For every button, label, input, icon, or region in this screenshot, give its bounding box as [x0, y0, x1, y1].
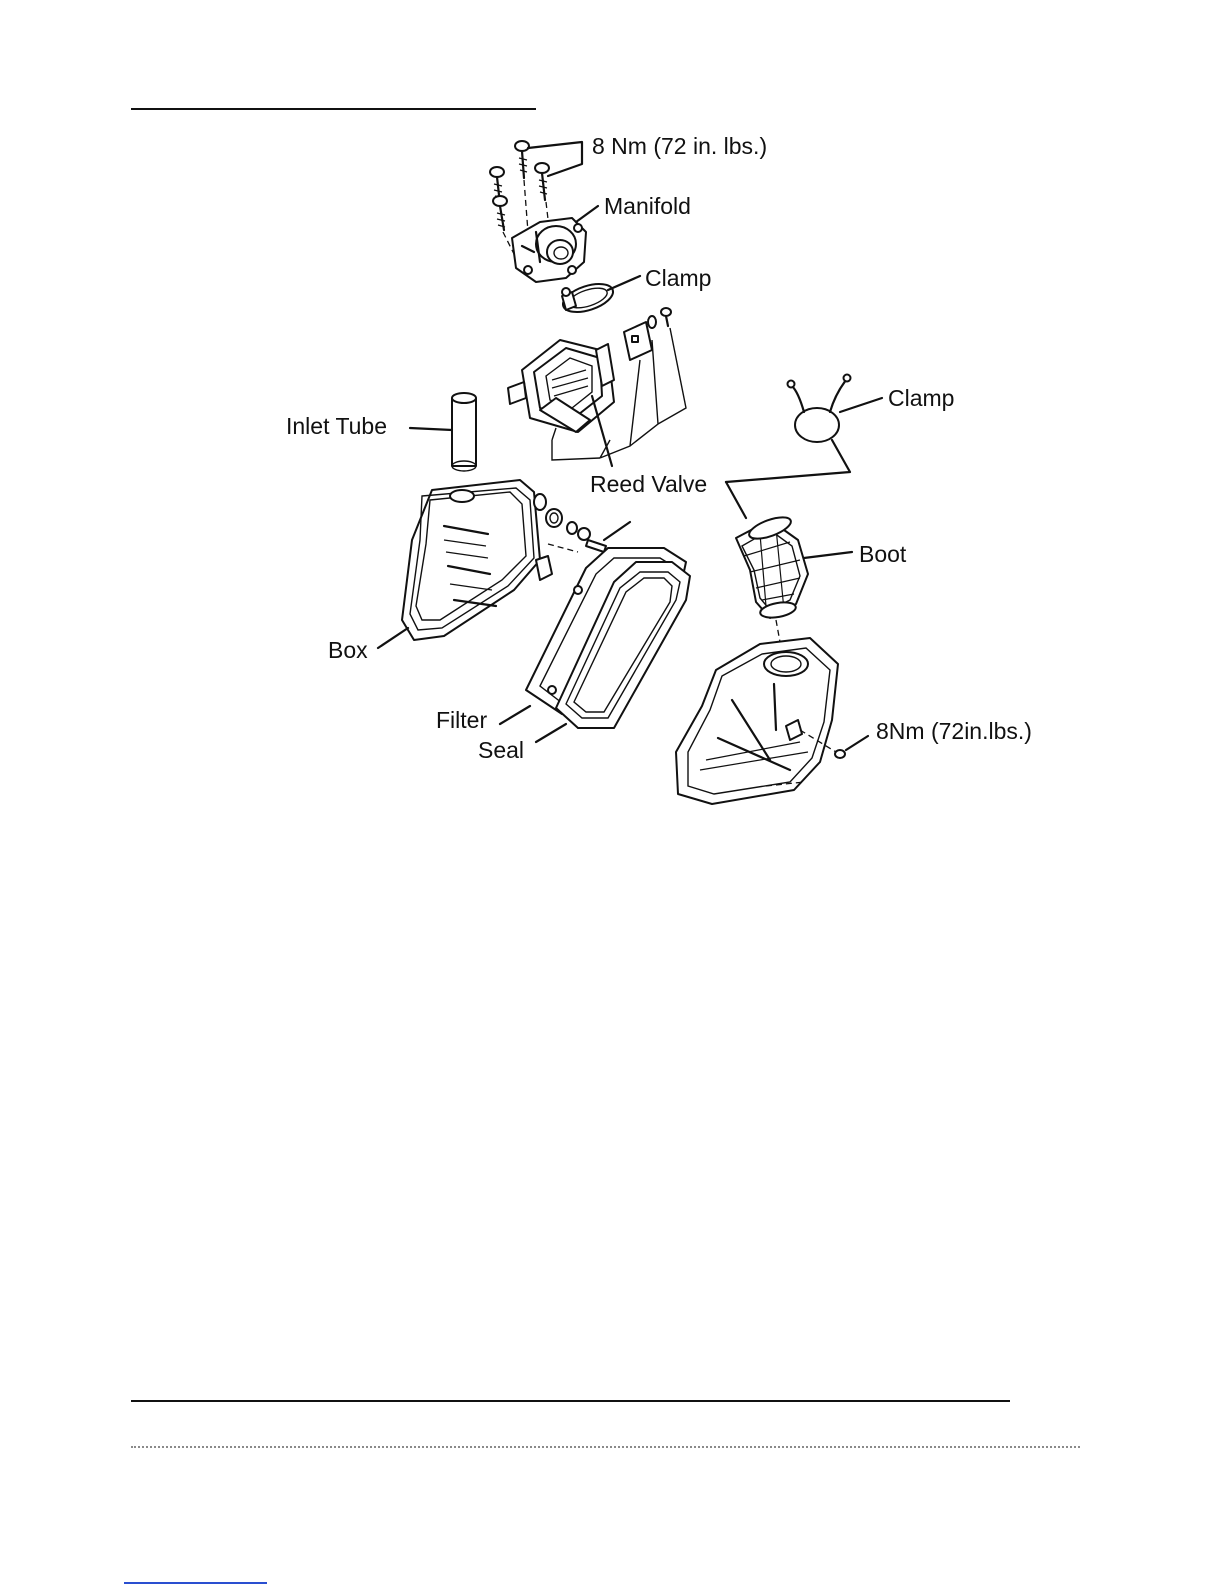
footer-rule: [131, 1400, 1010, 1402]
reed-valve-assembly: [508, 308, 686, 460]
label-inlet-tube: Inlet Tube: [286, 413, 387, 439]
label-filter: Filter: [436, 707, 487, 733]
inlet-tube: [452, 393, 476, 471]
right-clamp: [788, 375, 851, 443]
airbox-body: [402, 480, 552, 640]
manifold: [512, 218, 586, 282]
label-boot: Boot: [859, 541, 907, 567]
box-fasteners: [534, 494, 606, 552]
label-torque-bottom: 8Nm (72in.lbs.): [876, 718, 1032, 744]
label-reed-valve: Reed Valve: [590, 471, 707, 497]
label-clamp-upper: Clamp: [645, 265, 711, 291]
label-torque-top: 8 Nm (72 in. lbs.): [592, 133, 767, 159]
bolt-1: [515, 141, 529, 178]
airbox-cover: [676, 638, 845, 804]
label-seal: Seal: [478, 737, 524, 763]
upper-clamp: [560, 279, 617, 318]
bolt-2: [535, 163, 549, 200]
label-clamp-right: Clamp: [888, 385, 954, 411]
label-manifold: Manifold: [604, 193, 691, 219]
intake-boot: [736, 513, 808, 642]
label-box: Box: [328, 637, 368, 663]
footer-dotted-rule: [131, 1446, 1080, 1448]
bolt-4: [493, 196, 507, 230]
